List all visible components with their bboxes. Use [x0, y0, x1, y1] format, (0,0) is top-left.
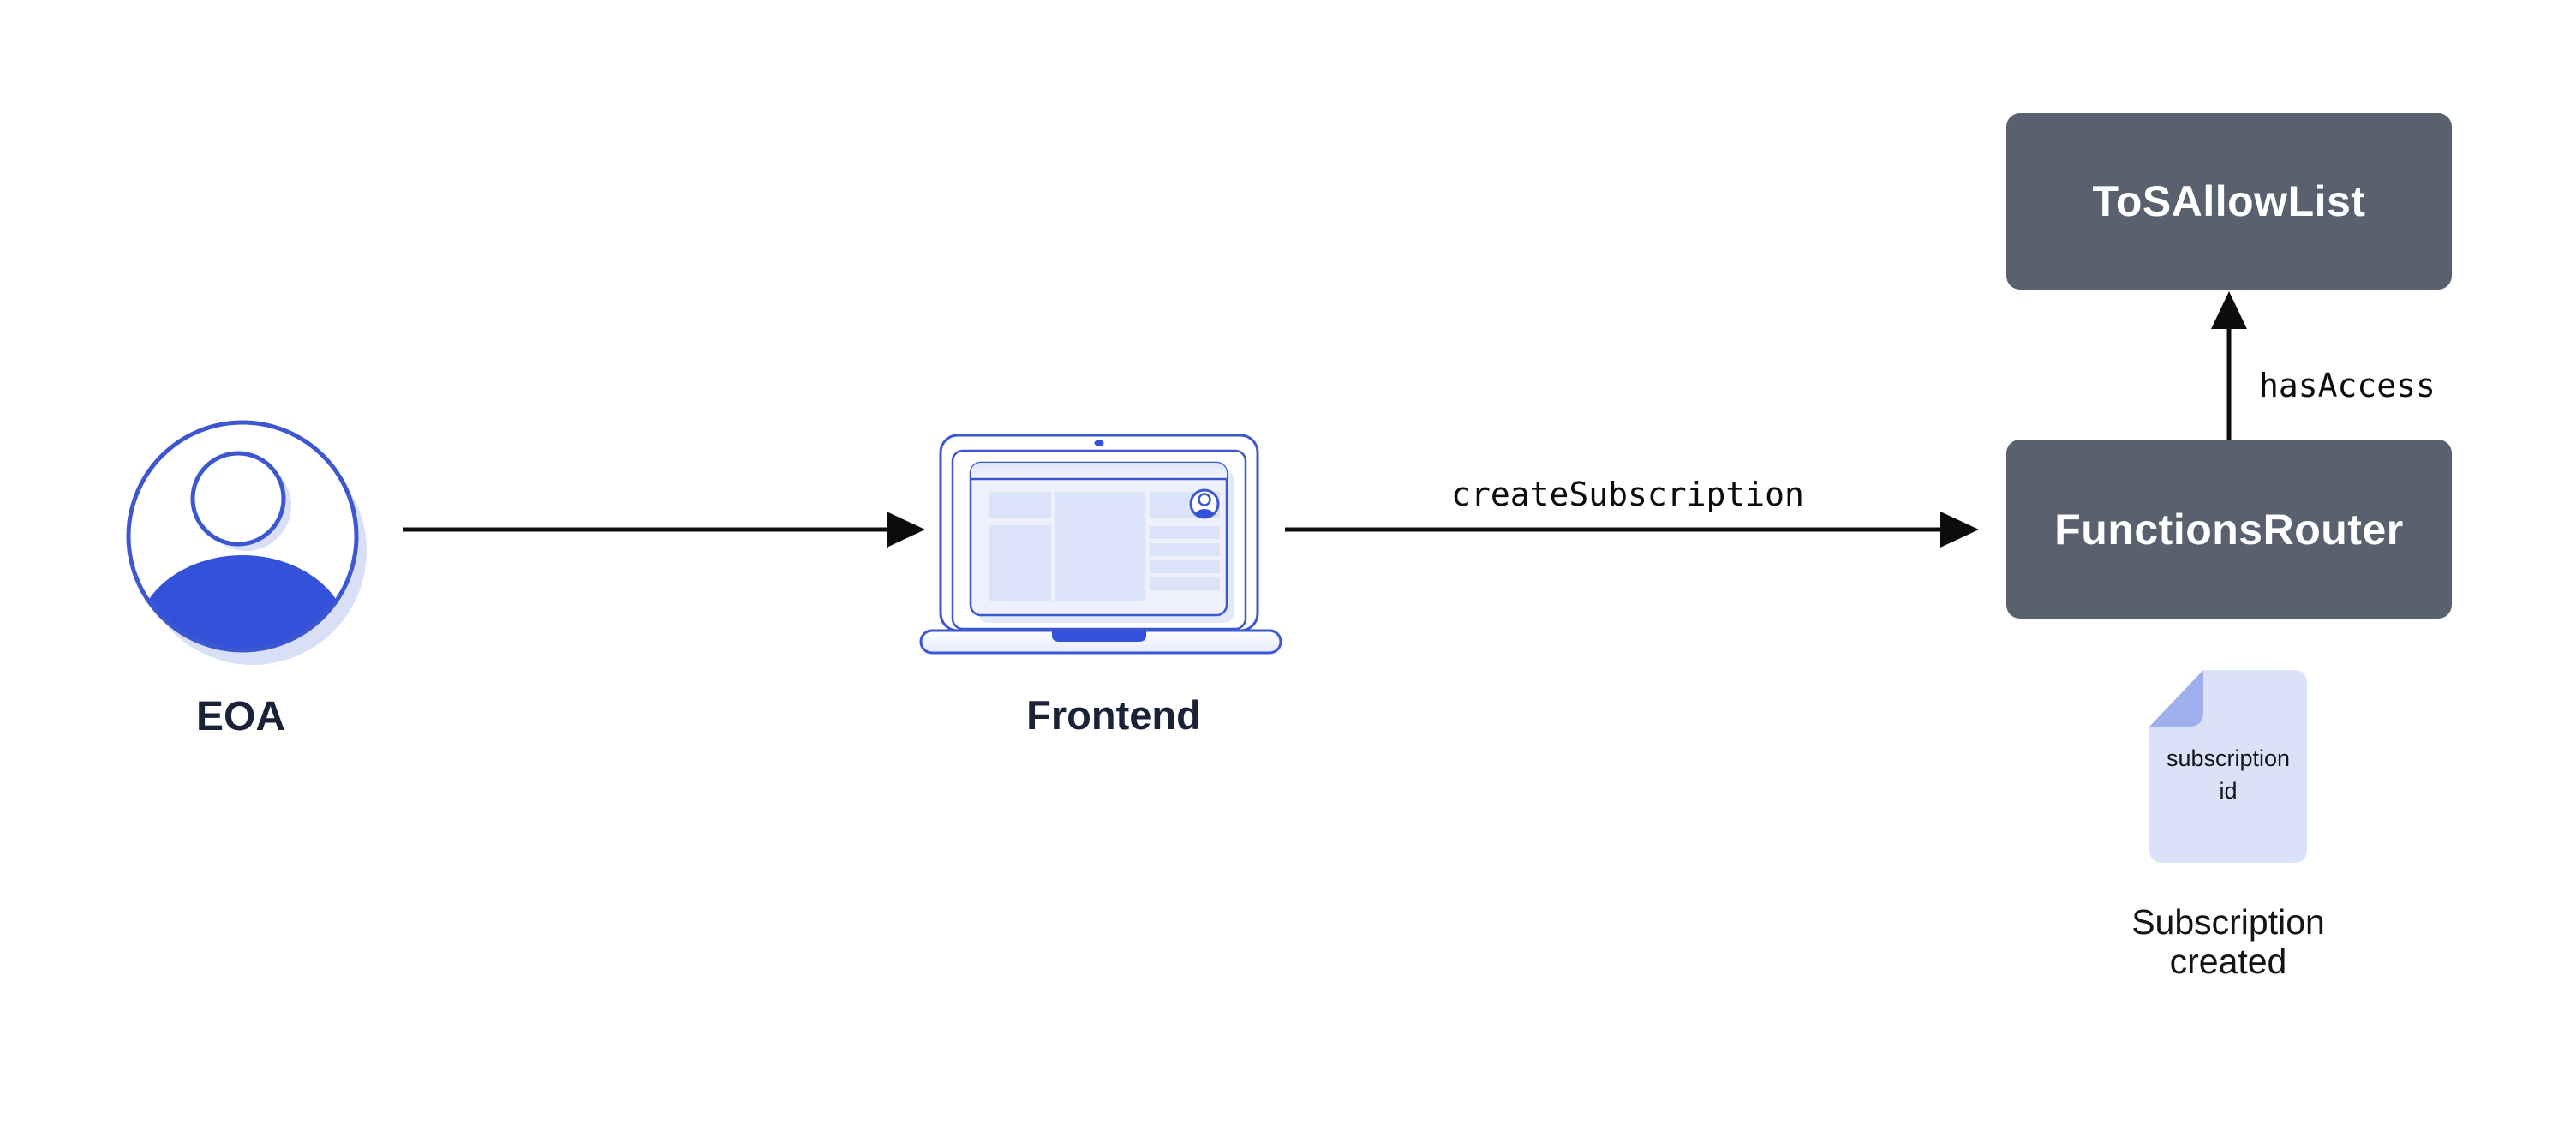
- eoa-label: EOA: [195, 694, 286, 739]
- subscription-id-text: subscription id: [2166, 745, 2291, 804]
- subscription-created-caption: Subscription created: [2131, 902, 2325, 981]
- eoa-avatar-icon: [126, 420, 367, 665]
- arrow-eoa-to-frontend: [403, 512, 925, 548]
- tosallowlist-node: ToSAllowList: [2006, 113, 2452, 290]
- functionsrouter-node: FunctionsRouter: [2006, 440, 2452, 619]
- functionsrouter-label: FunctionsRouter: [2054, 505, 2404, 554]
- arrow-frontend-to-functionsrouter: [1285, 512, 1979, 548]
- frontend-laptop-icon: [919, 434, 1282, 655]
- createsubscription-edge-label: createSubscription: [1451, 476, 1804, 513]
- frontend-label: Frontend: [1026, 692, 1201, 738]
- arrow-functionsrouter-to-tosallowlist: [2211, 291, 2247, 440]
- tosallowlist-label: ToSAllowList: [2092, 177, 2366, 225]
- hasaccess-edge-label: hasAccess: [2259, 367, 2436, 404]
- subscription-document-icon: [2149, 670, 2307, 863]
